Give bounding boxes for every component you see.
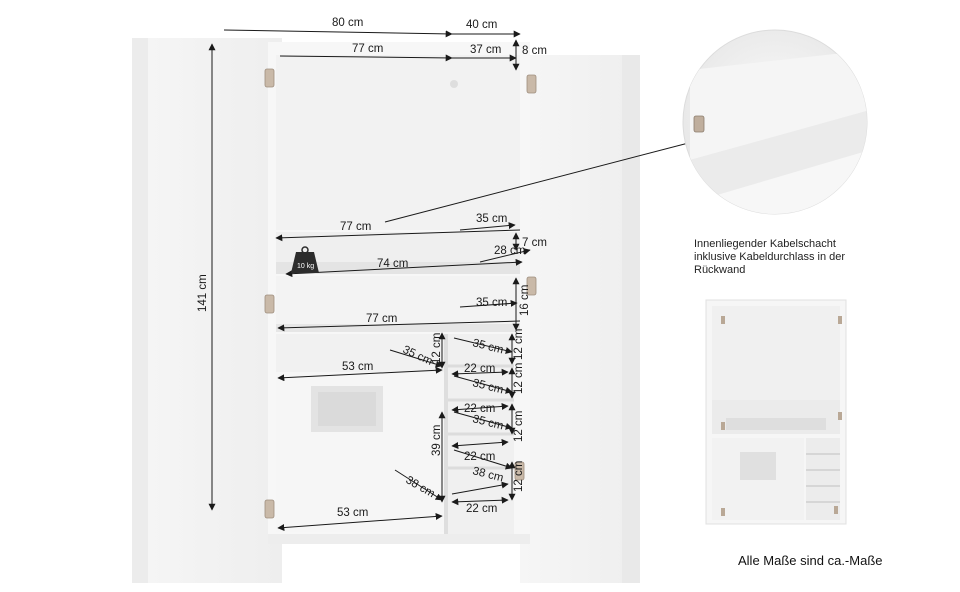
dim-lower-left-height: 39 cm: [431, 425, 443, 456]
dim-width-total: 80 cm: [332, 17, 363, 29]
overview-thumbnail: [705, 299, 847, 525]
dim-lower-left-width: 53 cm: [337, 507, 368, 519]
footer-note: Alle Maße sind ca.-Maße: [738, 553, 883, 568]
dim-shelf2-depth: 35 cm: [476, 297, 507, 309]
zoom-detail: [682, 29, 868, 215]
dim-height-total: 141 cm: [197, 274, 209, 312]
dim-small-4-height: 12 cm: [513, 461, 525, 492]
dim-bottom-small-width: 22 cm: [466, 503, 497, 515]
dim-back-gap: 8 cm: [522, 45, 547, 57]
dim-shelf1-depth: 35 cm: [476, 213, 507, 225]
dim-small-3-height: 12 cm: [513, 411, 525, 442]
cable-channel-caption: Innenliegender Kabelschacht inklusive Ka…: [694, 238, 845, 277]
dim-left-shelf-height: 12 cm: [431, 333, 443, 364]
dim-left-shelf-width: 53 cm: [342, 361, 373, 373]
hinge-icon: [264, 68, 537, 519]
dim-compartment-width: 74 cm: [377, 258, 408, 270]
dim-gap-7: 7 cm: [522, 237, 547, 249]
cabinet-illustration: [132, 38, 640, 583]
dim-shelf2-width: 77 cm: [366, 313, 397, 325]
caption-line-3: Rückwand: [694, 264, 746, 276]
dimension-lines: [208, 29, 701, 532]
dim-compartment-depth: 28 cm: [494, 245, 525, 257]
weight-badge-label: 10 kg: [297, 263, 314, 270]
right-door: [520, 55, 640, 583]
dim-small-3-width: 22 cm: [464, 451, 495, 463]
cable-hole-icon: [450, 80, 458, 88]
dim-inner-width-top: 77 cm: [352, 43, 383, 55]
left-shelf: [276, 334, 444, 372]
dim-small-1-height: 12 cm: [513, 329, 525, 360]
weight-badge-icon: 10 kg: [291, 246, 319, 273]
caption-line-2: inklusive Kabeldurchlass in der: [694, 251, 846, 263]
shelf-middle: [276, 276, 520, 324]
dim-small-2-height: 12 cm: [513, 363, 525, 394]
dim-small-2-width: 22 cm: [464, 403, 495, 415]
dim-small-1-width: 22 cm: [464, 363, 495, 375]
left-door: [132, 38, 282, 583]
dim-depth-total: 40 cm: [466, 19, 497, 31]
top-compartment: [276, 55, 520, 230]
dim-inner-depth-top: 37 cm: [470, 44, 501, 56]
dim-shelf1-width: 77 cm: [340, 221, 371, 233]
caption-line-1: Innenliegender Kabelschacht: [694, 238, 836, 250]
dim-shelf2-height: 16 cm: [519, 285, 531, 316]
